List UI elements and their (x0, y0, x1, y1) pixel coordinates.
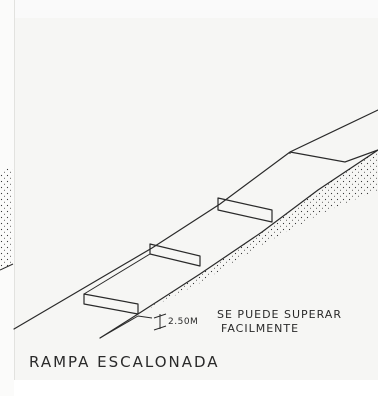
note-line-2: FACILMENTE (221, 322, 300, 335)
ramp-upper-edge (13, 109, 378, 330)
stippled-left-edge (0, 166, 13, 270)
stippled-ramp-side (138, 150, 378, 314)
dimension-tick-bottom (153, 325, 167, 331)
step-2-tread (200, 210, 218, 266)
left-edge-line (0, 263, 14, 271)
step-1-tread (83, 253, 151, 295)
ramp-base-line (99, 315, 153, 339)
paper-top-margin (14, 0, 378, 18)
note-line-1: SE PUEDE SUPERAR (217, 308, 342, 321)
sketch-title: RAMPA ESCALONADA (29, 353, 220, 371)
step-height-label: 2.50M (168, 317, 199, 327)
step-4-top (289, 149, 378, 163)
step-1-front (83, 293, 139, 315)
dimension-tick-top (153, 313, 167, 319)
ramp-lower-edge (99, 149, 378, 339)
step-3-front (217, 197, 273, 223)
paper-bottom-margin (14, 380, 378, 396)
step-2-front (149, 243, 201, 267)
